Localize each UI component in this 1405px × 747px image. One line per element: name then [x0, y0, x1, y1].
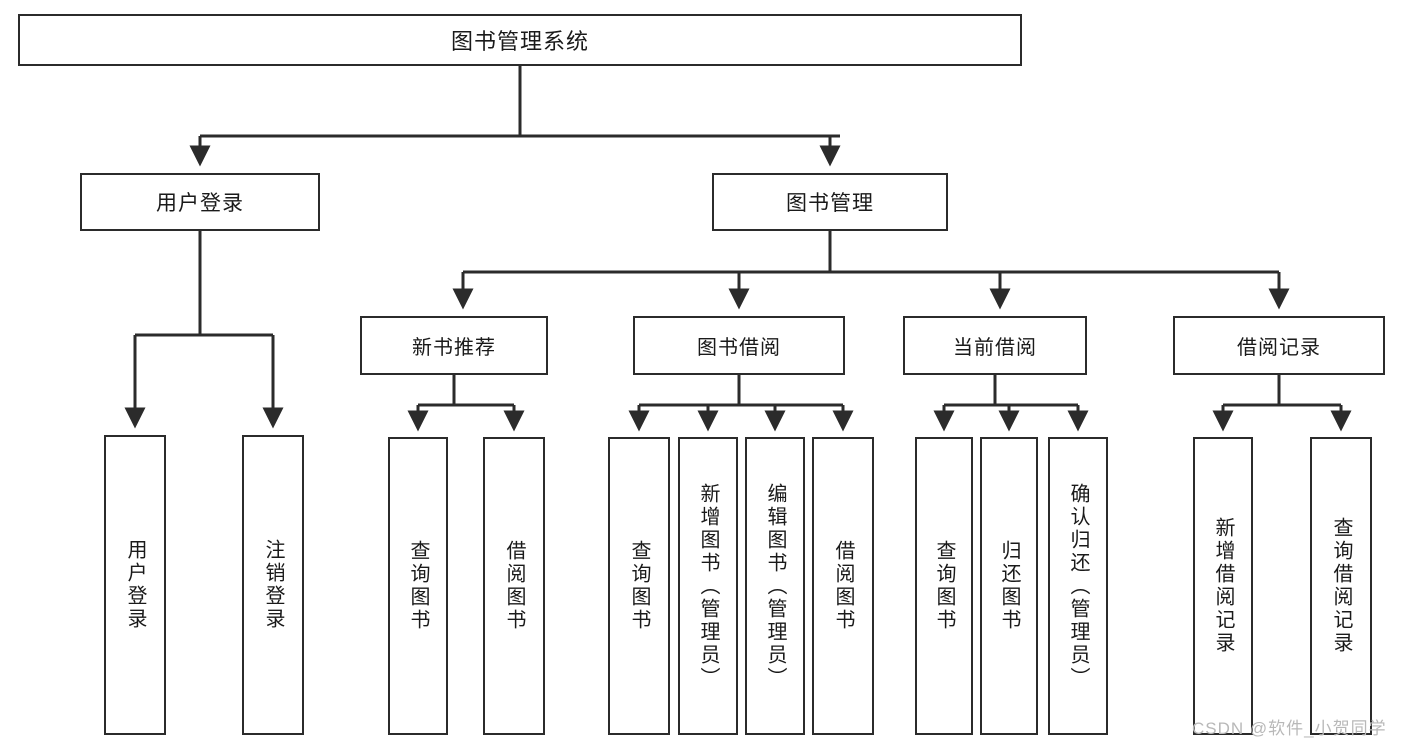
leaf-label: 借阅图书 — [503, 540, 525, 632]
csdn-watermark: CSDN @软件_小贺同学 — [1192, 719, 1387, 738]
leaf-query-book-borrow[interactable]: 查询图书 — [608, 437, 670, 735]
leaf-return-book[interactable]: 归还图书 — [980, 437, 1038, 735]
leaf-label: 确认归还（管理员） — [1067, 482, 1089, 690]
node-current-borrow[interactable]: 当前借阅 — [903, 316, 1087, 375]
node-root-label: 图书管理系统 — [450, 29, 589, 54]
node-borrow-record-label: 借阅记录 — [1237, 337, 1321, 359]
node-book-management[interactable]: 图书管理 — [712, 173, 948, 231]
leaf-add-borrow-record[interactable]: 新增借阅记录 — [1193, 437, 1253, 735]
leaf-label: 借阅图书 — [832, 540, 854, 632]
leaf-query-book-current[interactable]: 查询图书 — [915, 437, 973, 735]
leaf-borrow-book-recommend[interactable]: 借阅图书 — [483, 437, 545, 735]
node-book-management-label: 图书管理 — [786, 192, 874, 215]
node-new-book-recommend[interactable]: 新书推荐 — [360, 316, 548, 375]
leaf-label: 查询借阅记录 — [1330, 517, 1352, 655]
node-book-borrow-label: 图书借阅 — [697, 337, 781, 359]
leaf-user-logout[interactable]: 注销登录 — [242, 435, 304, 735]
leaf-query-book-recommend[interactable]: 查询图书 — [388, 437, 448, 735]
leaf-label: 查询图书 — [628, 540, 650, 632]
leaf-borrow-book[interactable]: 借阅图书 — [812, 437, 874, 735]
leaf-label: 编辑图书（管理员） — [764, 482, 786, 690]
leaf-label: 查询图书 — [407, 540, 429, 632]
node-book-borrow[interactable]: 图书借阅 — [633, 316, 845, 375]
node-user-login[interactable]: 用户登录 — [80, 173, 320, 231]
leaf-label: 用户登录 — [124, 539, 146, 631]
leaf-label: 新增借阅记录 — [1212, 517, 1234, 655]
node-root[interactable]: 图书管理系统 — [18, 14, 1022, 66]
node-current-borrow-label: 当前借阅 — [953, 337, 1037, 359]
leaf-confirm-return-admin[interactable]: 确认归还（管理员） — [1048, 437, 1108, 735]
leaf-label: 新增图书（管理员） — [697, 482, 719, 690]
leaf-label: 归还图书 — [998, 540, 1020, 632]
node-borrow-record[interactable]: 借阅记录 — [1173, 316, 1385, 375]
leaf-add-book-admin[interactable]: 新增图书（管理员） — [678, 437, 738, 735]
leaf-user-login[interactable]: 用户登录 — [104, 435, 166, 735]
leaf-label: 注销登录 — [262, 539, 284, 631]
leaf-query-borrow-record[interactable]: 查询借阅记录 — [1310, 437, 1372, 735]
node-new-book-recommend-label: 新书推荐 — [412, 337, 496, 359]
leaf-edit-book-admin[interactable]: 编辑图书（管理员） — [745, 437, 805, 735]
node-user-login-label: 用户登录 — [156, 192, 244, 215]
leaf-label: 查询图书 — [933, 540, 955, 632]
